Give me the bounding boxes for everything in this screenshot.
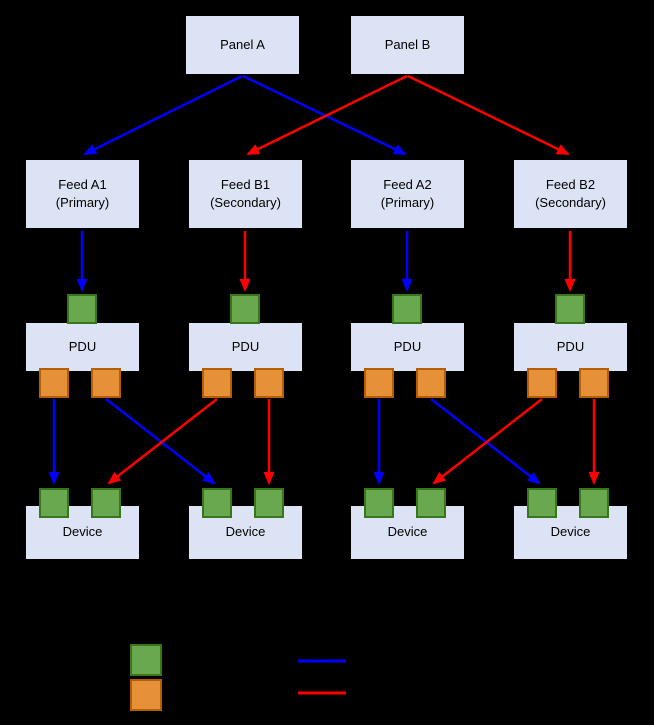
- arrow-pdu-3-right-to-device-4-left: [430, 398, 541, 485]
- arrow-panel-b-to-feed-b1: [246, 74, 408, 156]
- feed-b1-role: (Secondary): [210, 195, 281, 210]
- pdu-3-output-port-right-icon: [416, 368, 446, 398]
- arrow-pdu-4-left-to-device-3-right: [432, 398, 543, 485]
- panel-b-label: Panel B: [384, 36, 431, 52]
- device-4-input-port-left-icon: [527, 488, 557, 518]
- panel-a-node: Panel A: [185, 15, 300, 75]
- pdu-3-node: PDU: [350, 322, 465, 372]
- device-1-input-port-left-icon: [39, 488, 69, 518]
- device-4-input-port-right-icon: [579, 488, 609, 518]
- pdu-4-input-port-icon: [555, 294, 585, 324]
- panel-b-node: Panel B: [350, 15, 465, 75]
- device-3-input-port-left-icon: [364, 488, 394, 518]
- device-4-label: Device: [550, 524, 591, 540]
- device-3-input-port-right-icon: [416, 488, 446, 518]
- device-3-label: Device: [387, 524, 428, 540]
- arrow-panel-a-to-feed-a1: [83, 74, 243, 156]
- device-2-input-port-right-icon: [254, 488, 284, 518]
- pdu-1-input-port-icon: [67, 294, 97, 324]
- feed-a1-node: Feed A1 (Primary): [25, 159, 140, 229]
- pdu-1-output-port-right-icon: [91, 368, 121, 398]
- arrow-pdu-1-right-to-device-2-left: [105, 398, 216, 485]
- feed-b2-name: Feed B2: [545, 176, 596, 192]
- pdu-1-label: PDU: [68, 338, 97, 354]
- pdu-4-output-port-right-icon: [579, 368, 609, 398]
- feed-a2-role: (Primary): [380, 195, 435, 210]
- pdu-3-output-port-left-icon: [364, 368, 394, 398]
- feed-a2-node: Feed A2 (Primary): [350, 159, 465, 229]
- arrow-pdu-2-left-to-device-1-right: [107, 398, 218, 485]
- pdu-4-node: PDU: [513, 322, 628, 372]
- arrow-panel-b-to-feed-b2: [407, 74, 570, 156]
- pdu-2-output-port-right-icon: [254, 368, 284, 398]
- feed-b1-node: Feed B1 (Secondary): [188, 159, 303, 229]
- feed-a1-role: (Primary): [55, 195, 110, 210]
- panel-a-label: Panel A: [220, 36, 265, 52]
- feed-a2-name: Feed A2: [383, 176, 432, 192]
- device-1-label: Device: [62, 524, 103, 540]
- feed-b1-name: Feed B1: [220, 176, 271, 192]
- device-2-label: Device: [225, 524, 266, 540]
- pdu-1-output-port-left-icon: [39, 368, 69, 398]
- legend-green-port-swatch-icon: [130, 644, 162, 676]
- device-2-input-port-left-icon: [202, 488, 232, 518]
- device-1-input-port-right-icon: [91, 488, 121, 518]
- legend-orange-port-swatch-icon: [130, 679, 162, 711]
- pdu-3-input-port-icon: [392, 294, 422, 324]
- feed-b2-role: (Secondary): [535, 195, 606, 210]
- pdu-3-label: PDU: [393, 338, 422, 354]
- feed-b2-node: Feed B2 (Secondary): [513, 159, 628, 229]
- pdu-2-label: PDU: [231, 338, 260, 354]
- feed-a1-name: Feed A1: [58, 176, 107, 192]
- arrow-panel-a-to-feed-a2: [242, 74, 407, 156]
- pdu-4-label: PDU: [556, 338, 585, 354]
- pdu-2-input-port-icon: [230, 294, 260, 324]
- pdu-2-output-port-left-icon: [202, 368, 232, 398]
- pdu-2-node: PDU: [188, 322, 303, 372]
- pdu-4-output-port-left-icon: [527, 368, 557, 398]
- pdu-1-node: PDU: [25, 322, 140, 372]
